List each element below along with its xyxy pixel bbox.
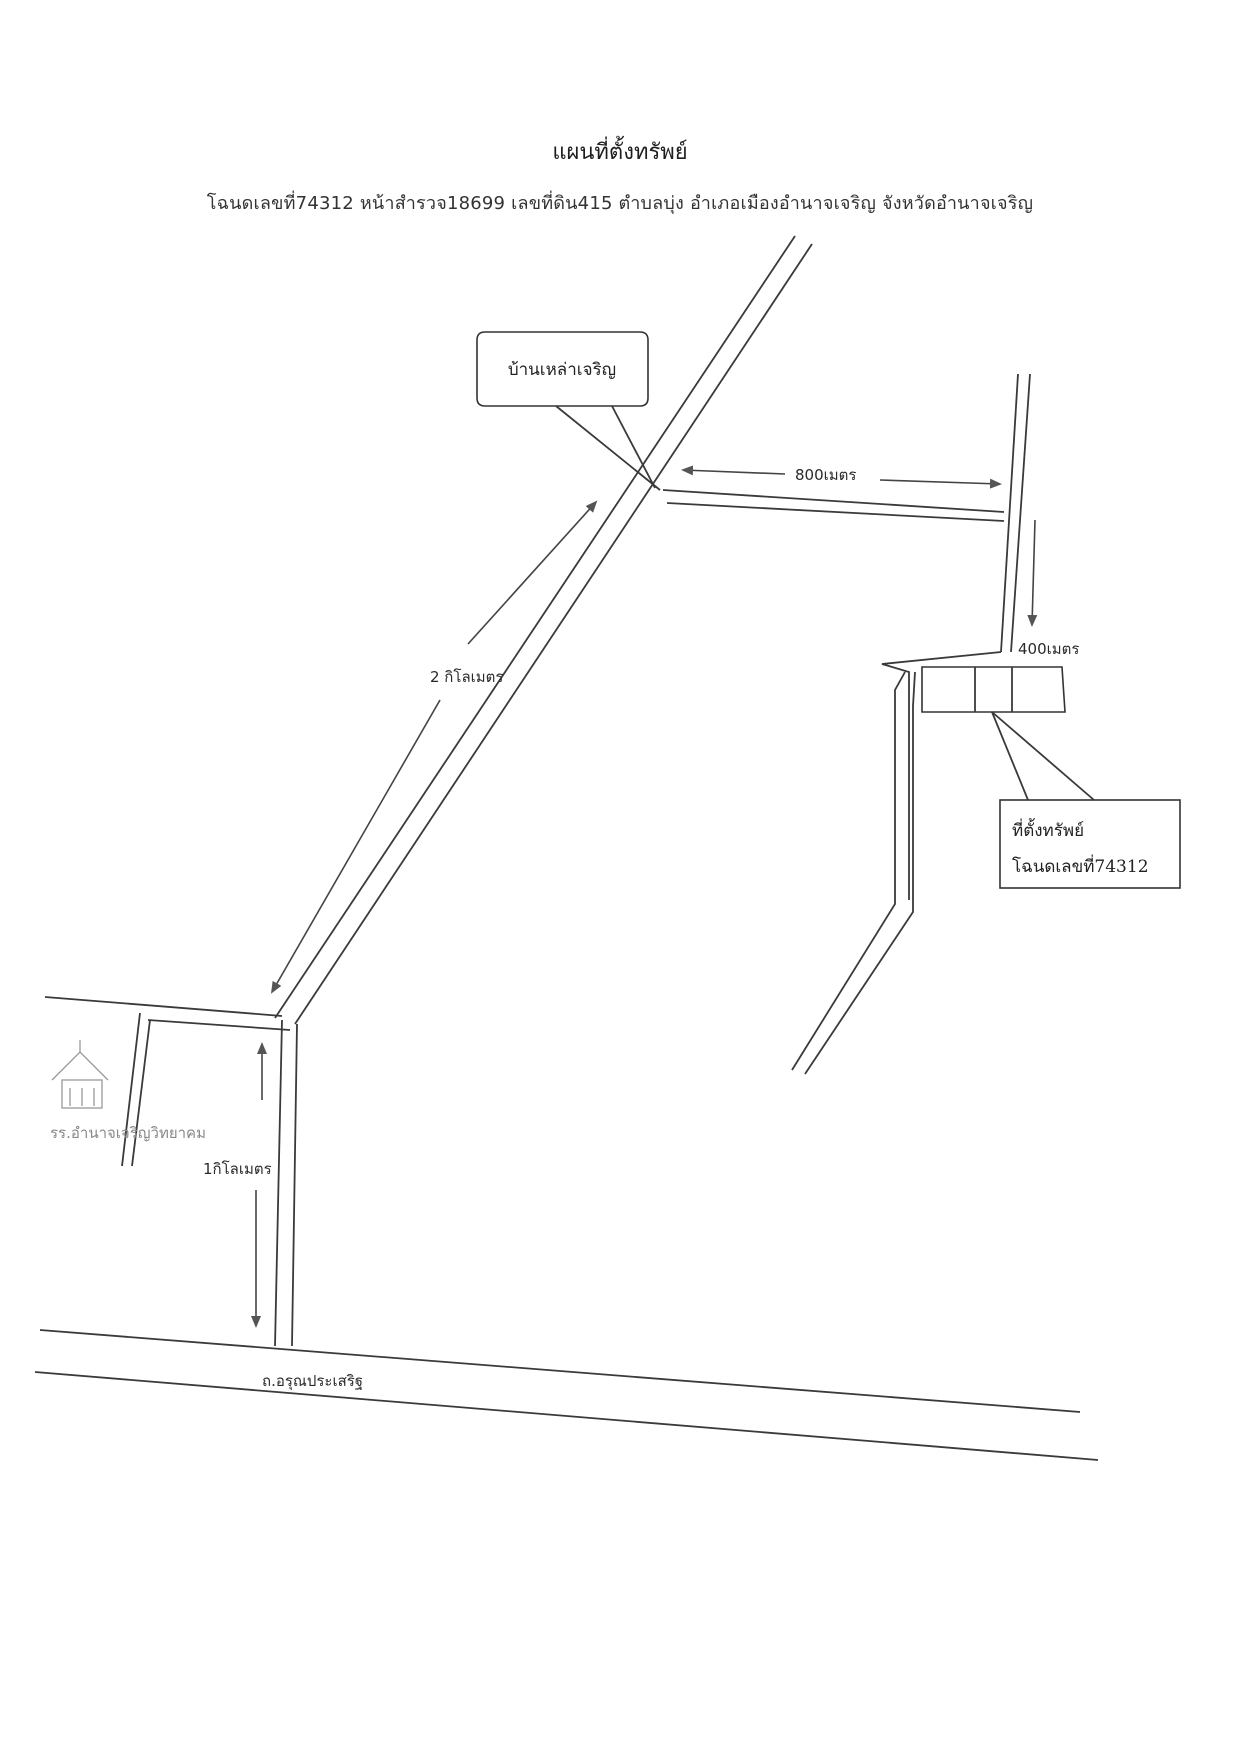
arrow-400m: 400เมตร: [1018, 519, 1079, 658]
village-road: [662, 489, 1005, 522]
diagonal-road: [274, 235, 813, 1025]
school-label: รร.อำนาจเจริญวิทยาคม: [50, 1124, 206, 1142]
map-title: แผนที่ตั้งทรัพย์: [552, 140, 688, 165]
village-callout: บ้านเหล่าเจริญ: [476, 331, 661, 491]
school-icon: [51, 1040, 109, 1109]
lower-road: [791, 671, 916, 1075]
property-label-2: โฉนดเลขที่74312: [1012, 854, 1149, 877]
property-callout: ที่ตั้งทรัพย์ โฉนดเลขที่74312: [991, 711, 1181, 889]
school-road: [44, 996, 291, 1167]
property-label-1: ที่ตั้งทรัพย์: [1012, 818, 1084, 841]
dist-1km-label: 1กิโลเมตร: [203, 1160, 272, 1178]
main-road-label: ถ.อรุณประเสริฐ: [262, 1372, 363, 1391]
village-label: บ้านเหล่าเจริญ: [508, 360, 616, 380]
dist-800-label: 800เมตร: [795, 466, 856, 484]
right-road: [881, 373, 1031, 900]
dist-2km-label: 2 กิโลเมตร: [430, 668, 503, 686]
arrow-800m: 800เมตร: [681, 465, 1002, 489]
main-road: [34, 1329, 1099, 1461]
arrow-1km: 1กิโลเมตร: [203, 1042, 272, 1328]
dist-400-label: 400เมตร: [1018, 640, 1079, 658]
property-parcel: [921, 666, 1066, 713]
connector-road: [274, 1019, 298, 1347]
arrow-2km: 2 กิโลเมตร: [271, 500, 598, 994]
deed-info: โฉนดเลขที่74312 หน้าสำรวจ18699 เลขที่ดิน…: [206, 193, 1034, 214]
